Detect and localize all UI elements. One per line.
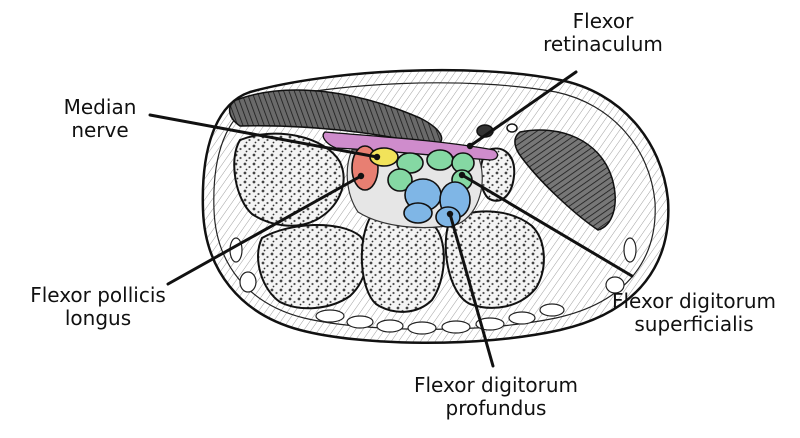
flexor-retinaculum-band	[322, 131, 499, 161]
trapezoid-bone	[257, 223, 368, 310]
label-flexor-pollicis-longus: Flexor pollicis longus	[30, 283, 166, 330]
leader-line-profundus	[448, 212, 495, 368]
leader-line-superficialis	[460, 173, 634, 278]
hamate-bone	[444, 210, 545, 309]
leader-line-median-nerve	[148, 113, 379, 159]
label-flexor-retinaculum: Flexor retinaculum	[543, 9, 663, 56]
leader-line-retinaculum	[468, 70, 578, 148]
hypothenar-muscle	[514, 129, 616, 231]
label-flexor-digitorum-superficialis: Flexor digitorum superficialis	[611, 289, 776, 336]
superficialis-tendons	[387, 149, 475, 192]
label-median-nerve: Median nerve	[63, 95, 137, 142]
fat-lobules	[229, 237, 637, 335]
profundus-tendons	[403, 178, 471, 228]
label-flexor-digitorum-profundus: Flexor digitorum profundus	[413, 373, 578, 420]
leader-lines	[148, 70, 634, 368]
leader-line-pollicis-longus	[166, 174, 363, 286]
